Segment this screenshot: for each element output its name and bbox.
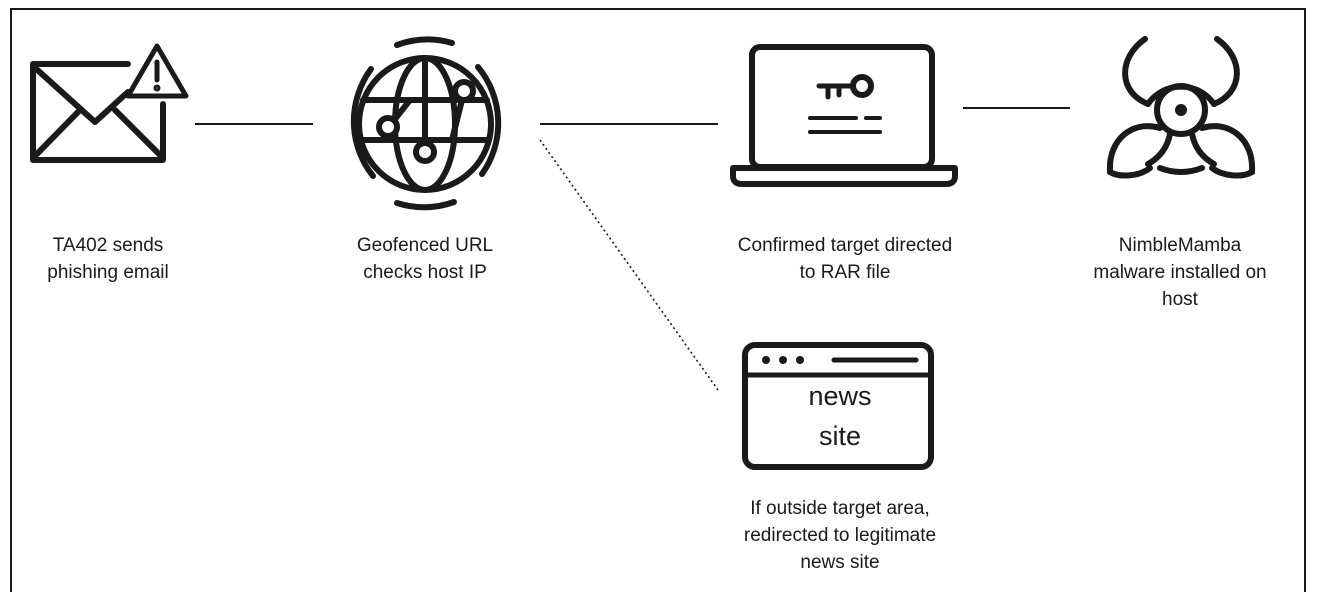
- diagram-frame: [10, 8, 1306, 592]
- caption-target-line: Confirmed target directed: [737, 235, 953, 256]
- caption-redirect-line: redirected to legitimate: [743, 525, 937, 546]
- browser-news-text: news: [808, 381, 871, 411]
- caption-geofence-line: Geofenced URL: [356, 235, 494, 256]
- browser-site-text: site: [819, 421, 861, 451]
- caption-email: TA402 sends phishing email: [10, 232, 206, 286]
- caption-email-line: TA402 sends: [52, 235, 164, 256]
- laptop-key-icon: [730, 44, 958, 187]
- caption-target-line: to RAR file: [799, 262, 891, 283]
- caption-geofence: Geofenced URL checks host IP: [325, 232, 525, 286]
- caption-malware: NimbleMamba malware installed on host: [1065, 232, 1295, 313]
- caption-malware-line: host: [1162, 289, 1198, 310]
- email-warning-icon: [30, 43, 189, 163]
- caption-geofence-line: checks host IP: [363, 262, 487, 283]
- caption-email-line: phishing email: [47, 262, 169, 283]
- browser-window-icon: news site: [742, 342, 934, 470]
- caption-target: Confirmed target directed to RAR file: [705, 232, 985, 286]
- connector-geofence-redirect-dotted: [539, 139, 719, 391]
- caption-redirect: If outside target area, redirected to le…: [710, 495, 970, 576]
- caption-malware-line: NimbleMamba: [1118, 235, 1242, 256]
- caption-redirect-line: If outside target area,: [750, 498, 930, 519]
- caption-redirect-line: news site: [800, 552, 880, 573]
- globe-network-icon: [350, 36, 502, 211]
- caption-malware-line: malware installed on: [1093, 262, 1267, 283]
- biohazard-icon: [1106, 36, 1256, 179]
